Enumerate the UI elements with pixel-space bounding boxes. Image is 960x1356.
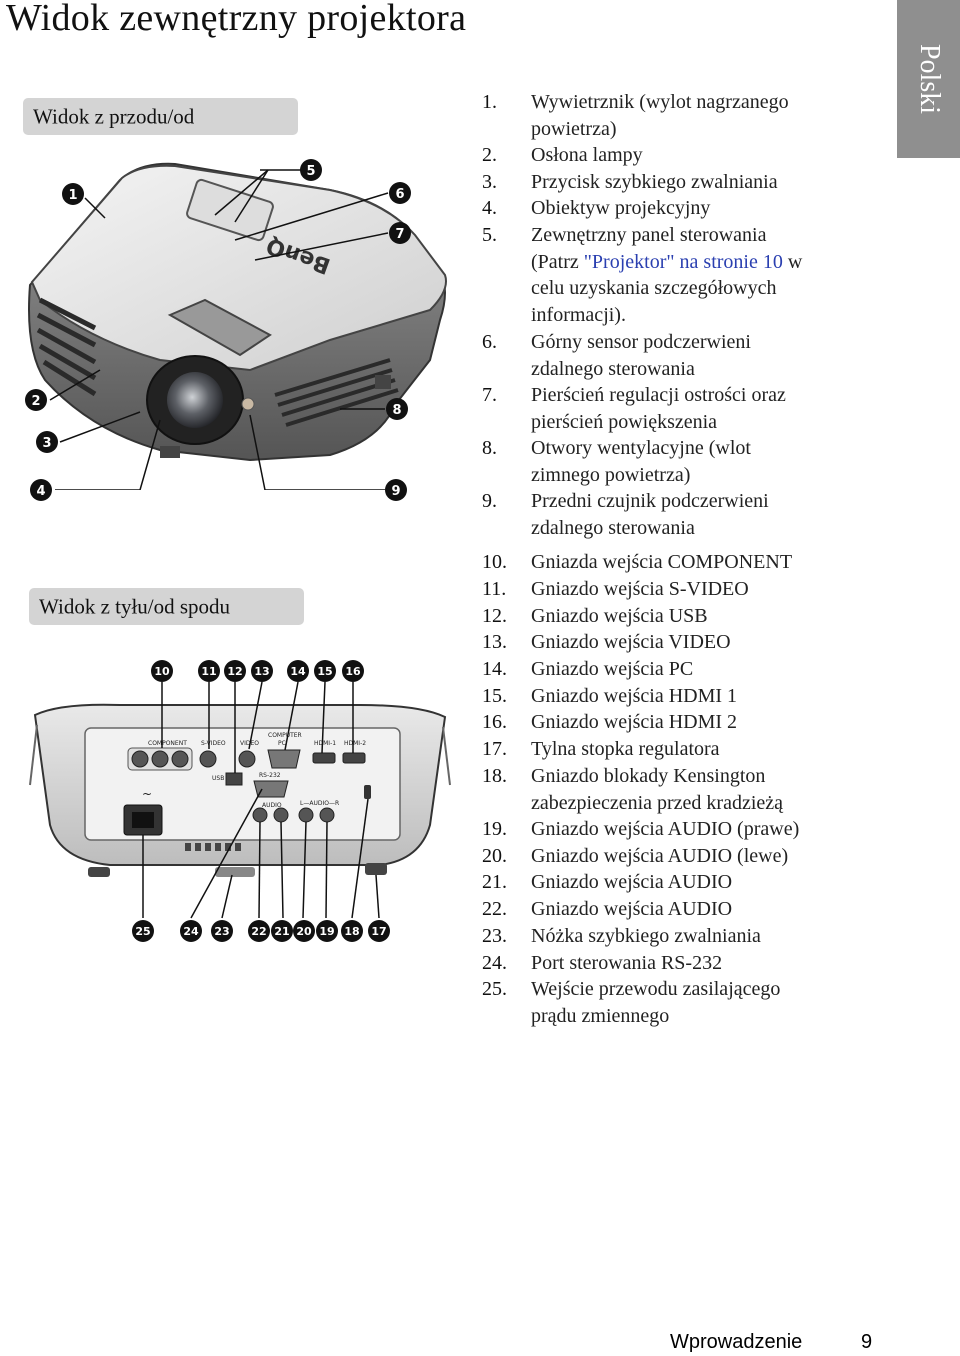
svg-text:17: 17 <box>371 925 386 938</box>
callout-11: 11 <box>198 660 220 682</box>
callout-3: 3 <box>36 431 58 453</box>
callout-4: 4 <box>30 479 52 501</box>
svg-text:6: 6 <box>395 187 404 202</box>
svg-text:16: 16 <box>345 665 361 678</box>
front-leader-lines <box>49 169 389 490</box>
svg-text:25: 25 <box>135 925 150 938</box>
rear-view-illustration: COMPONENT S-VIDEO VIDEO COMPUTER PC HDMI… <box>29 681 451 919</box>
component-jack-y <box>131 750 149 768</box>
svg-text:2: 2 <box>31 394 40 409</box>
svg-text:24: 24 <box>183 925 199 938</box>
usb-port <box>225 772 243 786</box>
svideo-jack <box>199 750 217 768</box>
callout-9: 9 <box>385 479 407 501</box>
footer-section-label: Wprowadzenie <box>670 1331 803 1353</box>
svg-text:USB: USB <box>212 775 224 782</box>
video-jack <box>238 750 256 768</box>
callout-15: 15 <box>314 660 336 682</box>
language-tab-label: Polski <box>913 43 945 115</box>
svg-text:14: 14 <box>290 665 306 678</box>
component-jack-pr <box>171 750 189 768</box>
callout-19: 19 <box>316 920 338 942</box>
svg-text:20: 20 <box>296 925 312 938</box>
rs232-port <box>253 780 289 798</box>
svg-text:4: 4 <box>36 484 45 499</box>
svg-text:10: 10 <box>154 665 170 678</box>
hdmi2-port <box>342 752 366 764</box>
rear-vents <box>185 843 241 851</box>
svg-text:COMPONENT: COMPONENT <box>148 740 187 747</box>
callout-22: 22 <box>248 920 270 942</box>
svg-text:PC: PC <box>278 740 286 747</box>
front-ir-sensor <box>241 397 255 411</box>
svg-text:22: 22 <box>251 925 266 938</box>
rear-view-label: Widok z tyłu/od spodu <box>39 594 231 618</box>
svg-text:18: 18 <box>344 925 359 938</box>
svg-text:7: 7 <box>395 227 404 242</box>
svg-text:AUDIO: AUDIO <box>262 802 282 809</box>
projection-lens <box>167 372 223 428</box>
callout-16: 16 <box>342 660 364 682</box>
svg-text:3: 3 <box>42 436 51 451</box>
callout-24: 24 <box>180 920 202 942</box>
callout-2: 2 <box>25 389 47 411</box>
svg-text:15: 15 <box>317 665 332 678</box>
front-callouts: 1 5 6 7 2 8 3 4 9 <box>25 159 411 501</box>
svg-text:HDMI-1: HDMI-1 <box>314 740 336 747</box>
projector-body: BenQ <box>28 162 447 462</box>
svg-text:S-VIDEO: S-VIDEO <box>201 740 226 747</box>
svg-text:HDMI-2: HDMI-2 <box>344 740 366 747</box>
callout-21: 21 <box>271 920 293 942</box>
kensington-lock <box>364 785 371 799</box>
component-jack-pb <box>151 750 169 768</box>
callout-20: 20 <box>293 920 315 942</box>
callout-5: 5 <box>300 159 322 181</box>
callout-14: 14 <box>287 660 309 682</box>
svg-text:13: 13 <box>254 665 269 678</box>
callout-1: 1 <box>62 183 84 205</box>
svg-text:23: 23 <box>214 925 229 938</box>
front-view-label: Widok z przodu/od <box>33 104 195 128</box>
svg-text:1: 1 <box>68 188 77 203</box>
svg-text:12: 12 <box>227 665 242 678</box>
front-view-heading: Widok z przodu/od <box>23 98 298 135</box>
svg-text:~: ~ <box>142 787 152 801</box>
rear-leader-lines <box>142 681 380 919</box>
hdmi1-port <box>312 752 336 764</box>
callout-7: 7 <box>389 222 411 244</box>
svg-text:RS-232: RS-232 <box>259 772 281 779</box>
svg-text:21: 21 <box>274 925 289 938</box>
front-view-illustration: BenQ <box>28 162 447 490</box>
callout-18: 18 <box>341 920 363 942</box>
svg-text:11: 11 <box>201 665 216 678</box>
vents-left <box>36 297 97 397</box>
callout-12: 12 <box>224 660 246 682</box>
footer-page-number: 9 <box>861 1331 873 1353</box>
callout-6: 6 <box>389 182 411 204</box>
svg-text:COMPUTER: COMPUTER <box>268 732 302 739</box>
svg-text:8: 8 <box>392 403 401 418</box>
rear-view-heading: Widok z tyłu/od spodu <box>29 588 304 625</box>
svg-text:19: 19 <box>319 925 334 938</box>
language-tab: Polski <box>897 0 960 158</box>
callout-25: 25 <box>132 920 154 942</box>
callout-23: 23 <box>211 920 233 942</box>
pc-port <box>267 749 301 769</box>
callout-10: 10 <box>151 660 173 682</box>
page-title: Widok zewnętrzny projektora <box>6 0 467 39</box>
callout-13: 13 <box>251 660 273 682</box>
svg-text:9: 9 <box>391 484 400 499</box>
svg-text:5: 5 <box>306 164 315 179</box>
page-reference-link[interactable]: "Projektor" na stronie 10 <box>583 250 783 273</box>
callout-17: 17 <box>368 920 390 942</box>
callout-8: 8 <box>386 398 408 420</box>
svg-text:L—AUDIO—R: L—AUDIO—R <box>300 800 339 807</box>
rear-callouts: 10 11 12 13 14 15 16 25 24 23 22 21 20 1… <box>132 660 390 942</box>
